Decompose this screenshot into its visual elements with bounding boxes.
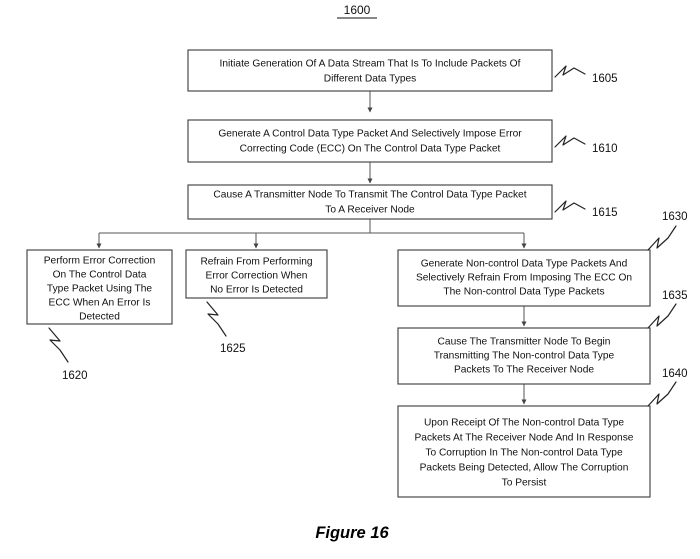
box-1615-line-2: To A Receiver Node	[325, 205, 415, 216]
leader-line-1610	[554, 135, 586, 148]
box-1610-rect	[187, 119, 553, 163]
box-1630-line-3: The Non-control Data Type Packets	[443, 287, 604, 298]
process-box-1620[interactable]: Perform Error Correction On The Control …	[26, 249, 173, 325]
box-1615-line-1: Cause A Transmitter Node To Transmit The…	[213, 190, 526, 201]
box-1620-line-5: Detected	[79, 312, 120, 323]
figure-caption: Figure 16	[315, 524, 389, 542]
box-1625-line-3: No Error Is Detected	[210, 285, 303, 296]
box-1620-rect	[26, 249, 173, 325]
box-1625-line-1: Refrain From Performing	[200, 257, 312, 268]
ref-number-1640: 1640	[662, 368, 688, 380]
box-1625-rect	[185, 249, 328, 299]
leader-line-1615	[554, 200, 586, 213]
ref-number-1615: 1615	[592, 207, 618, 219]
box-1630-line-2: Selectively Refrain From Imposing The EC…	[416, 273, 632, 284]
box-1630-rect	[397, 249, 651, 307]
box-1625-line-2: Error Correction When	[206, 271, 308, 282]
box-1605-rect	[187, 49, 553, 92]
box-1635-rect	[397, 327, 651, 385]
process-box-1615[interactable]: Cause A Transmitter Node To Transmit The…	[187, 184, 553, 220]
leader-line-1635	[647, 303, 677, 329]
box-1605-line-1: Initiate Generation Of A Data Stream Tha…	[220, 59, 521, 70]
leader-line-1630	[647, 225, 677, 251]
ref-number-1620: 1620	[62, 370, 88, 382]
box-1640-line-5: To Persist	[502, 478, 547, 489]
leader-line-1625	[206, 301, 227, 337]
box-1610-line-2: Correcting Code (ECC) On The Control Dat…	[240, 144, 501, 155]
ref-number-1610: 1610	[592, 143, 618, 155]
ref-number-1630: 1630	[662, 211, 688, 223]
box-1620-line-4: ECC When An Error Is	[49, 298, 151, 309]
leader-line-1605	[554, 65, 586, 78]
leader-line-1640	[647, 381, 677, 407]
box-1605-line-2: Different Data Types	[324, 74, 417, 85]
box-1620-line-1: Perform Error Correction	[44, 256, 156, 267]
box-1640-line-1: Upon Receipt Of The Non-control Data Typ…	[424, 418, 624, 429]
leader-line-1620	[48, 327, 69, 363]
box-1640-rect	[397, 405, 651, 498]
box-1635-line-1: Cause The Transmitter Node To Begin	[438, 337, 611, 348]
process-box-1610[interactable]: Generate A Control Data Type Packet And …	[187, 119, 553, 163]
box-1620-line-2: On The Control Data	[53, 270, 147, 281]
box-1640-line-2: Packets At The Receiver Node And In Resp…	[415, 433, 634, 444]
box-1615-rect	[187, 184, 553, 220]
process-box-1605[interactable]: Initiate Generation Of A Data Stream Tha…	[187, 49, 553, 92]
ref-number-1635: 1635	[662, 290, 688, 302]
box-1635-line-2: Transmitting The Non-control Data Type	[434, 351, 615, 362]
process-box-1635[interactable]: Cause The Transmitter Node To Begin Tran…	[397, 327, 651, 385]
process-box-1640[interactable]: Upon Receipt Of The Non-control Data Typ…	[397, 405, 651, 498]
process-box-1630[interactable]: Generate Non-control Data Type Packets A…	[397, 249, 651, 307]
box-1610-line-1: Generate A Control Data Type Packet And …	[218, 129, 522, 140]
figure-id-label: 1600	[344, 3, 371, 17]
process-box-1625[interactable]: Refrain From Performing Error Correction…	[185, 249, 328, 299]
ref-number-1625: 1625	[220, 343, 246, 355]
box-1640-line-3: To Corruption In The Non-control Data Ty…	[425, 448, 623, 459]
ref-number-1605: 1605	[592, 73, 618, 85]
box-1640-line-4: Packets Being Detected, Allow The Corrup…	[420, 463, 629, 474]
box-1635-line-3: Packets To The Receiver Node	[454, 365, 594, 376]
box-1620-line-3: Type Packet Using The	[47, 284, 152, 295]
box-1630-line-1: Generate Non-control Data Type Packets A…	[421, 259, 628, 270]
